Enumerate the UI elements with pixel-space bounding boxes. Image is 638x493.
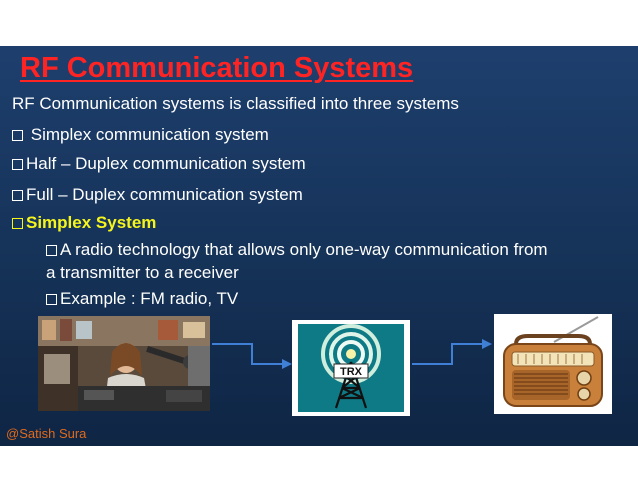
sub-bullet-description: A radio technology that allows only one-… (46, 239, 548, 261)
slide-title: RF Communication Systems (20, 52, 414, 84)
checkbox-bullet-icon (12, 159, 23, 170)
checkbox-bullet-icon (46, 294, 57, 305)
radio-receiver-image (494, 314, 612, 414)
slide: RF Communication Systems RF Communicatio… (0, 46, 638, 446)
arrow-connector-icon (412, 339, 492, 365)
bullet-simplex: Simplex communication system (12, 124, 269, 146)
transmitter-tower-image: TRX (292, 320, 410, 416)
author-credit: @Satish Sura (6, 426, 87, 441)
arrow-connector-icon (212, 343, 292, 369)
section-heading-label: Simplex System (26, 213, 157, 232)
description-line-1: A radio technology that allows only one-… (60, 240, 548, 259)
bullet-label: Full – Duplex communication system (26, 185, 303, 204)
checkbox-bullet-icon (12, 130, 23, 141)
bullet-label: Simplex communication system (30, 125, 269, 144)
checkbox-bullet-icon (12, 190, 23, 201)
description-line-2: a transmitter to a receiver (46, 263, 239, 282)
example-label: Example : FM radio, TV (60, 289, 239, 308)
trx-label: TRX (340, 366, 363, 378)
bullet-half-duplex: Half – Duplex communication system (12, 153, 306, 175)
radio-icon (503, 316, 603, 407)
tower-icon: TRX (321, 324, 381, 409)
intro-text: RF Communication systems is classified i… (12, 94, 459, 113)
sub-bullet-example: Example : FM radio, TV (46, 288, 238, 310)
section-heading: Simplex System (12, 212, 156, 234)
radio-studio-image (38, 316, 210, 411)
checkbox-bullet-icon (46, 245, 57, 256)
radio-studio-illustration (38, 316, 210, 411)
checkbox-bullet-icon (12, 218, 23, 229)
bullet-full-duplex: Full – Duplex communication system (12, 184, 303, 206)
bullet-label: Half – Duplex communication system (26, 154, 306, 173)
